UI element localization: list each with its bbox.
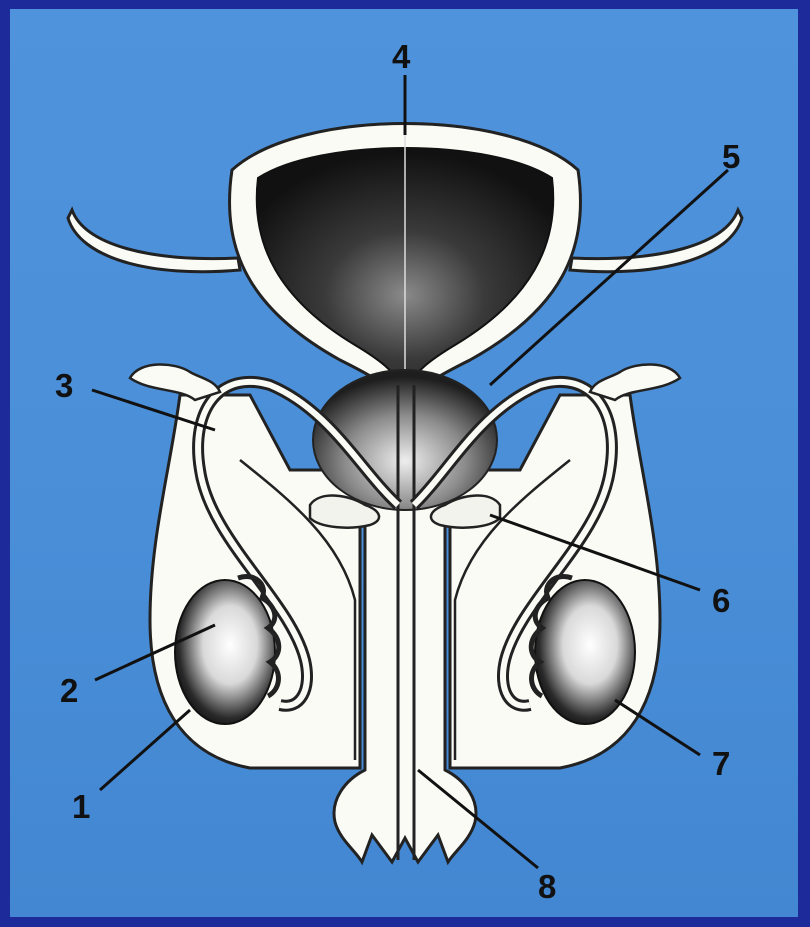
label-3: 3 — [55, 367, 73, 404]
label-1: 1 — [72, 788, 90, 825]
left-testis — [175, 580, 275, 724]
left-loop-tip — [130, 364, 220, 400]
label-6: 6 — [712, 582, 730, 619]
label-8: 8 — [538, 868, 556, 905]
label-2: 2 — [60, 672, 78, 709]
label-5: 5 — [722, 138, 740, 175]
label-4: 4 — [392, 38, 411, 75]
left-ureter — [68, 210, 240, 272]
label-7: 7 — [712, 745, 730, 782]
leader-1 — [100, 710, 190, 790]
right-ureter — [570, 210, 742, 272]
right-loop-tip — [590, 364, 680, 400]
